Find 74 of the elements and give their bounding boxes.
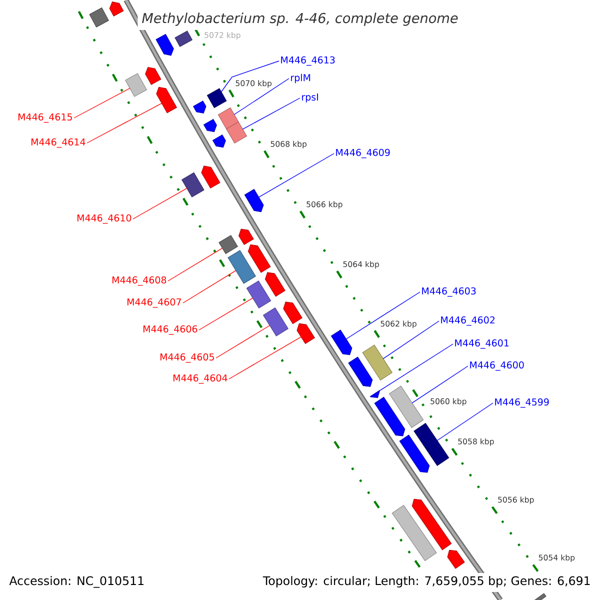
footer-text: Accession: NC_010511 bbox=[6, 573, 148, 592]
category-box bbox=[226, 122, 247, 144]
gene-block bbox=[264, 272, 286, 297]
category-box bbox=[532, 593, 546, 600]
category-box bbox=[218, 235, 238, 254]
leader-line bbox=[228, 336, 302, 380]
gene-label: rplM bbox=[291, 74, 310, 84]
gene-label: rpsI bbox=[302, 94, 318, 102]
gene-label: M446_4604 bbox=[173, 374, 228, 384]
gene-label: M446_4605 bbox=[160, 353, 214, 363]
category-box bbox=[174, 30, 192, 47]
category-box bbox=[263, 308, 288, 336]
gene-block bbox=[374, 396, 406, 436]
category-box bbox=[414, 422, 450, 466]
category-box bbox=[182, 172, 204, 198]
leader-line bbox=[86, 102, 162, 144]
category-box bbox=[389, 386, 424, 428]
gene-label: M446_4615 bbox=[18, 113, 72, 123]
gene-block bbox=[283, 302, 302, 324]
leader-line bbox=[216, 325, 270, 358]
leader-line bbox=[168, 248, 223, 282]
leader-line bbox=[182, 270, 236, 304]
gene-block bbox=[204, 118, 217, 132]
gene-block bbox=[156, 34, 174, 56]
leader-line bbox=[234, 78, 290, 115]
gene-label: M446_4609 bbox=[336, 148, 390, 158]
gene-block bbox=[399, 434, 430, 473]
category-box bbox=[89, 7, 109, 28]
gene-label: M446_4602 bbox=[441, 316, 494, 326]
leader-line bbox=[220, 60, 280, 92]
gene-block bbox=[370, 390, 380, 398]
gene-block bbox=[156, 86, 177, 114]
gene-block bbox=[244, 189, 264, 212]
category-box bbox=[246, 280, 272, 308]
gene-label: M446_4614 bbox=[31, 138, 86, 148]
category-box bbox=[125, 73, 147, 97]
leader-line bbox=[258, 153, 334, 198]
leader-line bbox=[436, 402, 494, 441]
leader-line bbox=[132, 188, 188, 220]
leader-line bbox=[382, 320, 440, 360]
title: Methylobacterium sp. 4-46, complete genome bbox=[138, 4, 462, 30]
gene-label: M446_4599 bbox=[495, 398, 549, 408]
gene-block bbox=[193, 100, 206, 114]
gene-block bbox=[412, 498, 452, 550]
category-box bbox=[228, 250, 256, 284]
leader-line bbox=[412, 366, 468, 404]
gene-block bbox=[238, 228, 254, 245]
gene-label: M446_4613 bbox=[281, 56, 335, 66]
category-box bbox=[362, 344, 392, 380]
gene-block bbox=[212, 134, 226, 148]
gene-block bbox=[447, 550, 465, 569]
gene-label: M446_4600 bbox=[470, 361, 524, 371]
gene-block bbox=[296, 323, 315, 344]
category-box bbox=[206, 88, 227, 108]
gene-block bbox=[145, 67, 162, 85]
gene-label: M446_4610 bbox=[77, 214, 132, 224]
gene-label: M446_4608 bbox=[112, 276, 166, 286]
category-box bbox=[392, 504, 437, 562]
gene-block bbox=[330, 330, 352, 356]
leader-line bbox=[379, 344, 454, 392]
leader-line bbox=[198, 298, 254, 330]
gene-label: M446_4606 bbox=[143, 325, 198, 335]
category-box bbox=[218, 108, 239, 130]
gene-label: M446_4601 bbox=[455, 339, 509, 349]
leader-line bbox=[242, 98, 300, 130]
leader-line bbox=[346, 292, 420, 340]
footer-text: Topology: circular; Length: 7,659,055 bp; Genes: 6,691 bbox=[260, 573, 594, 592]
gene-block bbox=[248, 244, 271, 273]
gene-block bbox=[348, 356, 373, 387]
gene-block bbox=[109, 2, 124, 16]
leader-line bbox=[74, 88, 130, 118]
gene-label: M446_4603 bbox=[422, 287, 476, 297]
gene-label: M446_4607 bbox=[127, 298, 181, 308]
gene-block bbox=[201, 166, 220, 188]
